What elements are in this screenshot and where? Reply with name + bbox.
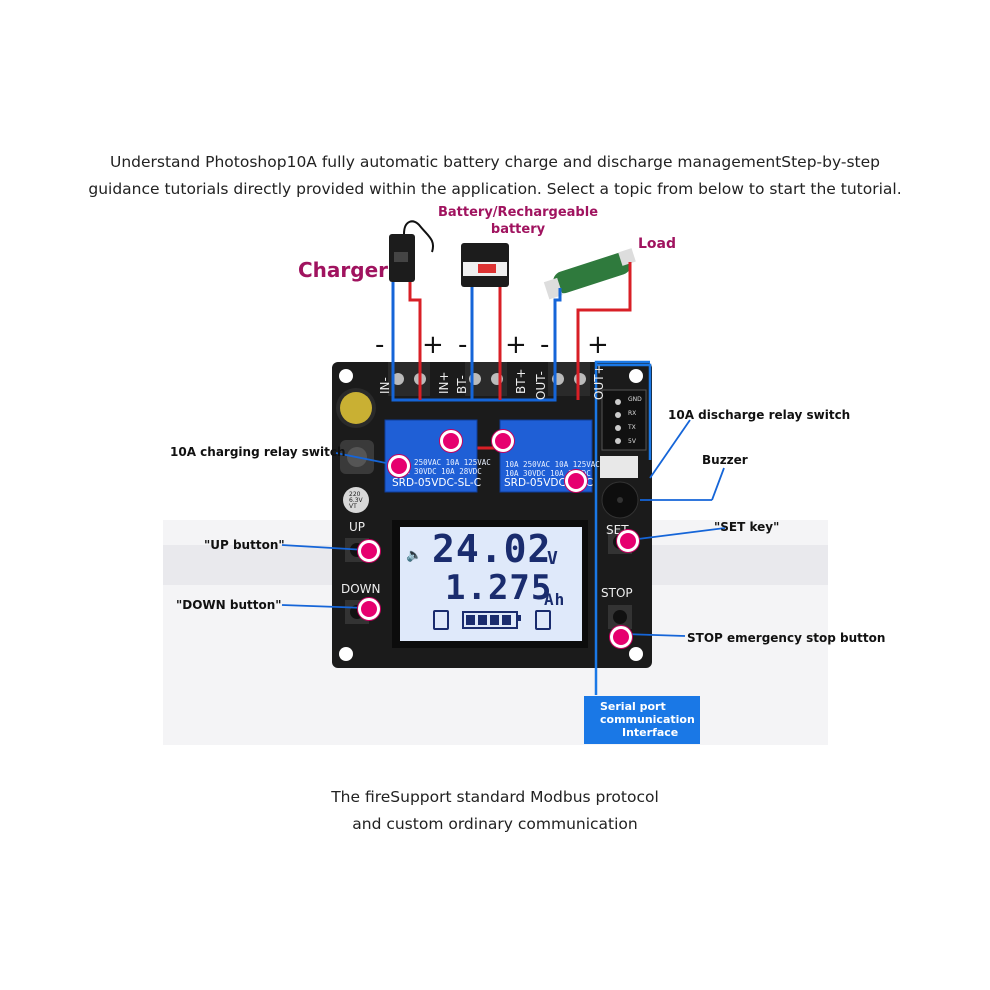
- battery-level-bar: [502, 615, 511, 625]
- terminal-label: IN+: [437, 371, 451, 394]
- terminal-label: OUT+: [592, 364, 606, 400]
- polarity-mark: +: [422, 330, 444, 360]
- relay-left-model: SRD-05VDC-SL-C: [392, 477, 482, 489]
- callout-lines: [281, 419, 726, 637]
- load-resistor-icon: [543, 248, 636, 300]
- lcd-capacity: 1.275: [445, 568, 553, 608]
- terminal-label: BT+: [514, 368, 528, 394]
- charging-relay-marker: [388, 455, 410, 477]
- battery-label-line-2: battery: [490, 222, 546, 237]
- polarity-mark: +: [587, 330, 609, 360]
- set-key-marker: [617, 530, 639, 552]
- up-button-callout: "UP button": [204, 538, 285, 552]
- footer-line-1: The fireSupport standard Modbus protocol: [331, 788, 659, 806]
- battery-icon: [461, 243, 509, 287]
- stop-board-label: STOP: [601, 586, 633, 600]
- header-line-2: guidance tutorials directly provided wit…: [88, 180, 902, 198]
- discharge-relay-marker: [565, 470, 587, 492]
- up-button-marker: [358, 540, 380, 562]
- serial-port-callout: Serial port communication Interface: [584, 696, 700, 744]
- terminal-label: IN-: [378, 377, 392, 394]
- header-pin-labels: GND RX TX 5V: [628, 396, 642, 445]
- load-label: Load: [638, 236, 677, 252]
- down-button-callout: "DOWN button": [176, 598, 282, 612]
- capacitor-label: 220 6.3V VT: [349, 491, 363, 510]
- lcd-battery-tip: [517, 615, 521, 621]
- relay-left-specs: 10A 250VAC 10A 125VAC 10A 30VDC 10A 28VD…: [396, 458, 491, 476]
- lcd-voltage: 24.02: [432, 527, 552, 571]
- speaker-icon: 🔈: [406, 548, 423, 563]
- lcd-battery-gauge: [462, 611, 518, 629]
- header-line-1: Understand Photoshop10A fully automatic …: [109, 153, 881, 171]
- footer-line-2: and custom ordinary communication: [352, 815, 638, 833]
- charging-relay-callout: 10A charging relay switch: [170, 445, 346, 459]
- serial-line-2: communication: [600, 713, 695, 726]
- terminal-label: OUT-: [534, 371, 548, 400]
- terminal-label: BT-: [455, 375, 469, 394]
- battery-level-bar: [466, 615, 475, 625]
- lcd-capacity-unit: Ah: [544, 590, 566, 609]
- serial-line-3: Interface: [622, 726, 679, 739]
- polarity-mark: -: [458, 330, 468, 360]
- battery-level-bar: [478, 615, 487, 625]
- battery-left-icon: [433, 610, 449, 630]
- charger-label: Charger: [298, 258, 389, 282]
- lcd-voltage-unit: V: [547, 548, 559, 569]
- buzzer-callout: Buzzer: [702, 453, 748, 467]
- stop-button-callout: STOP emergency stop button: [687, 631, 886, 645]
- polarity-mark: -: [540, 330, 550, 360]
- relay-marker: [440, 430, 462, 452]
- battery-label-line-1: Battery/Rechargeable: [438, 205, 599, 220]
- up-board-label: UP: [349, 520, 366, 534]
- discharge-relay-callout: 10A discharge relay switch: [668, 408, 851, 422]
- charger-icon: [389, 220, 434, 282]
- charge-bolt-icon: [535, 610, 551, 630]
- down-board-label: DOWN: [341, 582, 381, 596]
- polarity-mark: +: [505, 330, 527, 360]
- down-button-marker: [358, 598, 380, 620]
- set-key-callout: "SET key": [714, 520, 780, 534]
- stop-button-marker: [610, 626, 632, 648]
- relay-marker: [492, 430, 514, 452]
- polarity-mark: -: [375, 330, 385, 360]
- serial-line-1: Serial port: [600, 700, 666, 713]
- battery-level-bar: [490, 615, 499, 625]
